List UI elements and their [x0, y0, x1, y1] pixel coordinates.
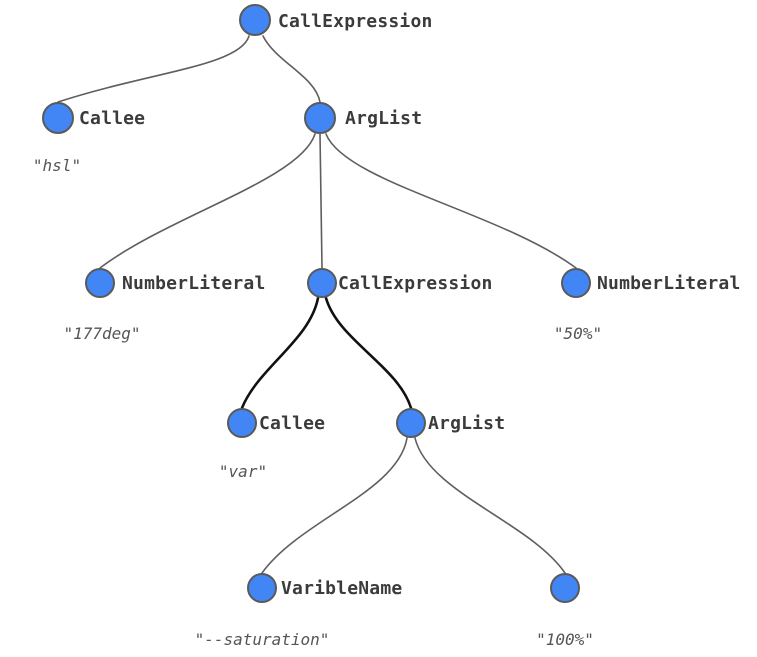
tree-node-label-callee2: Callee	[259, 413, 326, 434]
tree-edge	[324, 296, 413, 410]
tree-edge	[99, 133, 316, 269]
tree-node-label-num2: NumberLiteral	[597, 273, 741, 294]
tree-node-root[interactable]	[239, 4, 271, 36]
tree-node-label-varname: VaribleName	[281, 578, 403, 599]
tree-node-call2[interactable]	[307, 268, 337, 298]
tree-node-label-arglist2: ArgList	[428, 413, 506, 434]
tree-edge	[240, 296, 320, 410]
tree-edge	[414, 437, 566, 574]
tree-node-arglist1[interactable]	[304, 102, 336, 134]
tree-node-value-pct100: "100%"	[536, 630, 594, 649]
tree-node-num2[interactable]	[561, 268, 591, 298]
tree-node-varname[interactable]	[247, 573, 277, 603]
tree-node-value-callee2: "var"	[218, 462, 268, 481]
tree-node-num1[interactable]	[85, 268, 115, 298]
tree-node-value-varname: "--saturation"	[194, 630, 330, 649]
tree-node-value-callee1: "hsl"	[32, 156, 82, 175]
tree-edge	[57, 35, 250, 103]
tree-edge	[262, 35, 321, 103]
tree-node-callee2[interactable]	[227, 408, 257, 438]
tree-node-callee1[interactable]	[42, 102, 74, 134]
tree-node-label-call2: CallExpression	[338, 273, 493, 294]
tree-node-label-root: CallExpression	[278, 11, 433, 32]
tree-edge	[325, 133, 577, 269]
tree-edge	[261, 437, 408, 574]
tree-node-label-callee1: Callee	[79, 108, 146, 129]
tree-node-arglist2[interactable]	[396, 408, 426, 438]
tree-node-pct100[interactable]	[550, 573, 580, 603]
tree-node-value-num1: "177deg"	[63, 324, 141, 343]
tree-node-value-num2: "50%"	[553, 324, 603, 343]
tree-node-label-arglist1: ArgList	[345, 108, 423, 129]
tree-edge	[319, 133, 323, 269]
tree-node-label-num1: NumberLiteral	[122, 273, 266, 294]
